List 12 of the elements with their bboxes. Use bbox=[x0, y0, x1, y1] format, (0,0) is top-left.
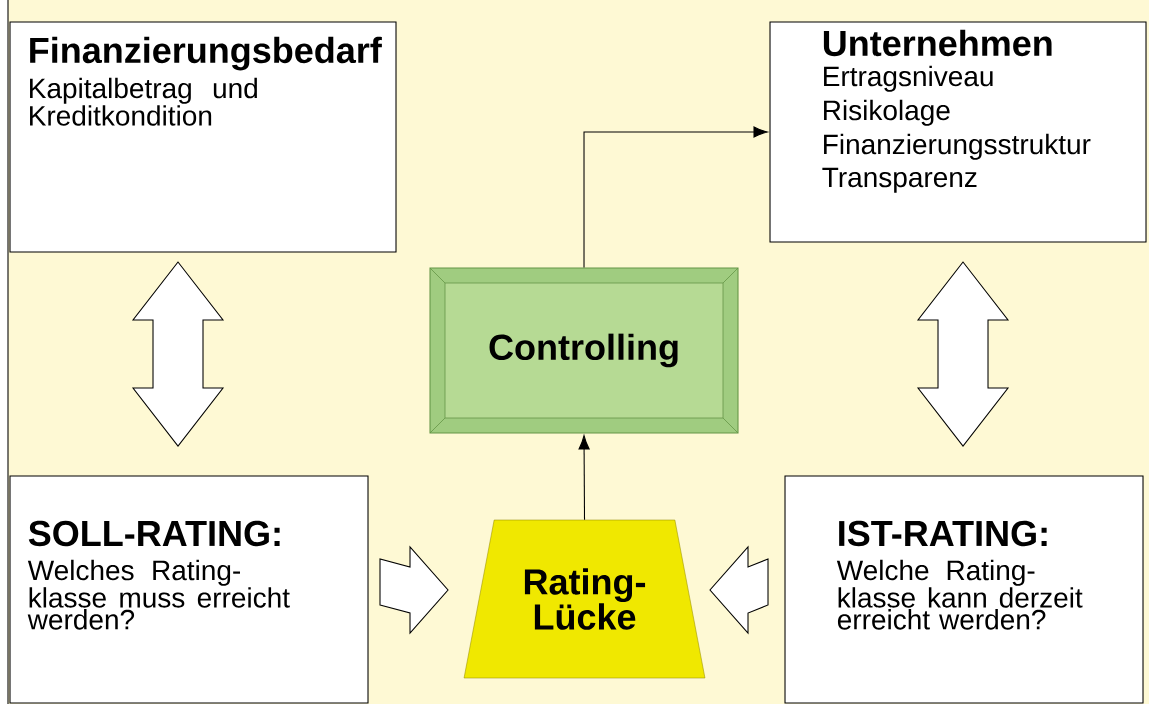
block-arrow bbox=[379, 545, 449, 635]
gap-trapezoid: Rating-Lücke bbox=[463, 519, 706, 679]
arrow bbox=[578, 435, 590, 521]
text-box: Finanzierungsbedarf Kapitalbetrag und Kreditkondition bbox=[9, 21, 397, 253]
arrow bbox=[583, 126, 768, 268]
process-box: Controlling bbox=[429, 267, 739, 434]
text-box: SOLL-RATING: Welches Rating-klasse muss erreicht werden? bbox=[9, 475, 369, 704]
block-arrow bbox=[709, 545, 769, 635]
block-arrow bbox=[916, 261, 1010, 447]
text-box: IST-RATING: Welche Rating-klasse kann derzeit erreicht werden? bbox=[784, 475, 1144, 704]
text-box: Unternehmen Ertragsniveau Risikolage Finanzierungsstruktur Transparenz bbox=[769, 21, 1147, 243]
block-arrow bbox=[131, 261, 225, 447]
